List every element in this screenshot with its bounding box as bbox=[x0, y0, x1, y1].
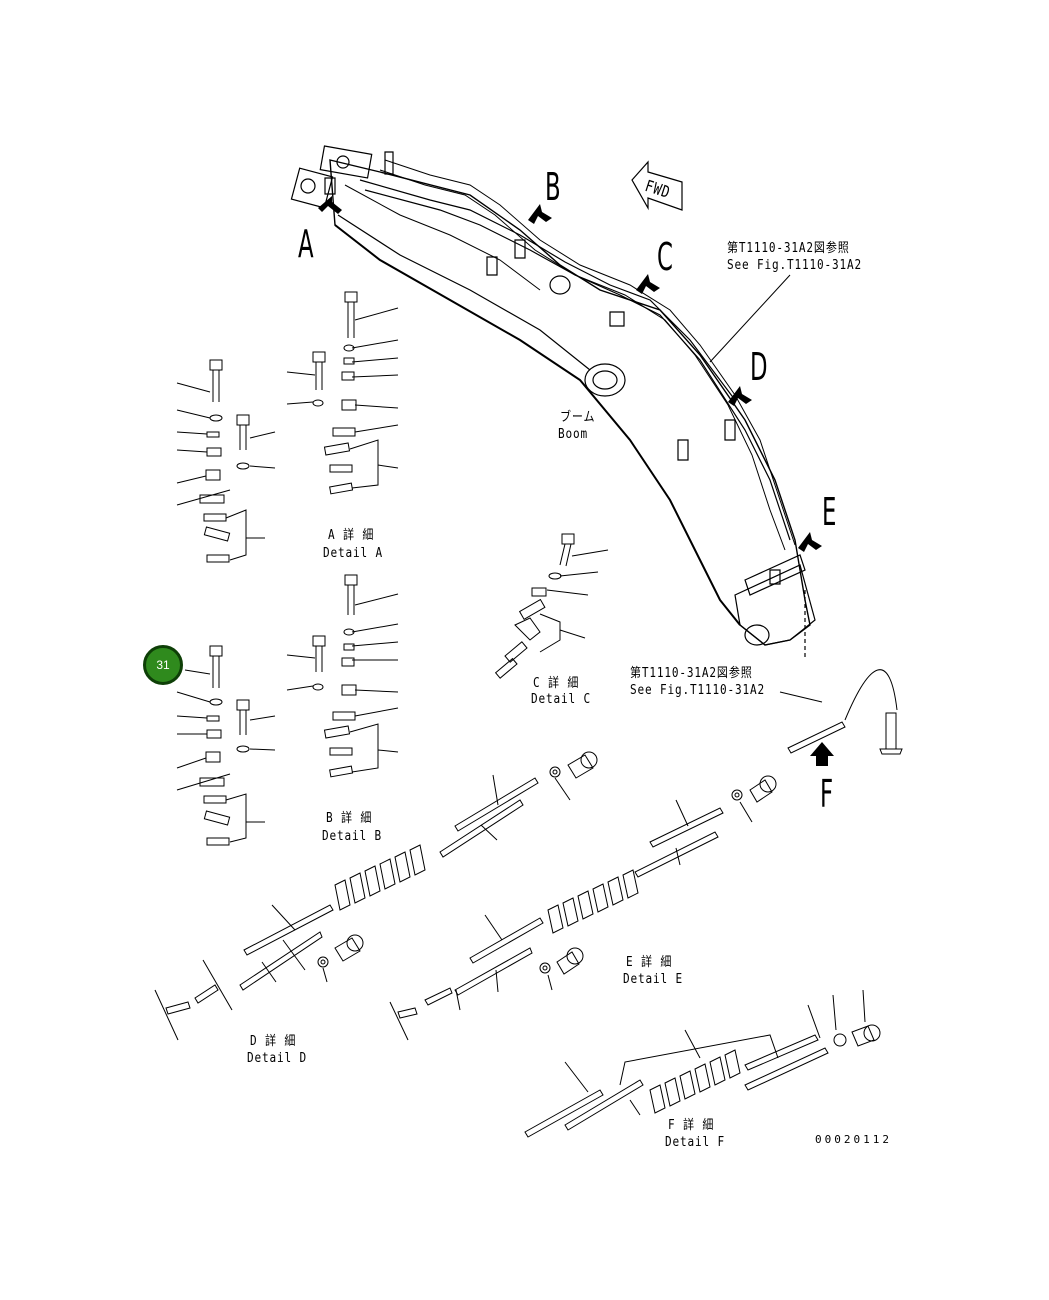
detail-f-title-en: Detail F bbox=[665, 1135, 726, 1150]
view-label-c: C bbox=[657, 235, 673, 279]
detail-a-parts bbox=[177, 292, 398, 562]
view-label-f: F bbox=[820, 772, 834, 816]
detail-c-title-jp: C 詳 細 bbox=[533, 676, 580, 691]
detail-f-title-jp: F 詳 細 bbox=[668, 1118, 715, 1133]
detail-e-parts bbox=[390, 776, 776, 1040]
boom-label-jp: ブーム bbox=[560, 410, 596, 425]
part-callout-badge-31[interactable]: 31 bbox=[143, 645, 183, 685]
detail-f-parts bbox=[525, 713, 902, 1137]
arrow-d-icon bbox=[728, 386, 752, 406]
detail-b-title-jp: B 詳 細 bbox=[326, 811, 373, 826]
view-label-b: B bbox=[545, 165, 561, 209]
detail-d-title-jp: D 詳 細 bbox=[250, 1034, 297, 1049]
detail-a-title-jp: A 詳 細 bbox=[328, 528, 375, 543]
reference-leaders bbox=[710, 275, 897, 720]
drawing-number: 00020112 bbox=[815, 1133, 892, 1146]
detail-d-title-en: Detail D bbox=[247, 1051, 308, 1066]
view-label-d: D bbox=[750, 345, 768, 389]
reference-note-bottom-en: See Fig.T1110-31A2 bbox=[630, 683, 766, 698]
arrow-f-icon bbox=[810, 742, 834, 766]
boom-label-en: Boom bbox=[558, 427, 589, 442]
detail-c-parts bbox=[496, 534, 608, 678]
reference-note-bottom-jp: 第T1110-31A2図参照 bbox=[630, 666, 753, 681]
fwd-arrow-icon bbox=[632, 162, 682, 210]
reference-note-top-jp: 第T1110-31A2図参照 bbox=[727, 241, 850, 256]
view-label-e: E bbox=[822, 490, 837, 534]
detail-e-title-en: Detail E bbox=[623, 972, 684, 987]
detail-e-sleeve bbox=[548, 870, 638, 933]
detail-e-title-jp: E 詳 細 bbox=[626, 955, 673, 970]
boom-body bbox=[291, 146, 815, 660]
detail-f-sleeve bbox=[650, 1050, 740, 1113]
arrow-e-icon bbox=[798, 532, 822, 552]
arrow-b-icon bbox=[528, 204, 552, 224]
detail-b-parts bbox=[177, 575, 398, 845]
detail-d-sleeve bbox=[335, 845, 425, 910]
arrow-a-icon bbox=[318, 196, 342, 214]
reference-note-top-en: See Fig.T1110-31A2 bbox=[727, 258, 863, 273]
view-arrows bbox=[318, 196, 834, 766]
detail-d-parts bbox=[155, 752, 597, 1040]
detail-b-title-en: Detail B bbox=[322, 829, 383, 844]
view-label-a: A bbox=[298, 222, 314, 266]
arrow-c-icon bbox=[636, 274, 660, 294]
detail-a-title-en: Detail A bbox=[323, 546, 384, 561]
detail-c-title-en: Detail C bbox=[531, 692, 592, 707]
